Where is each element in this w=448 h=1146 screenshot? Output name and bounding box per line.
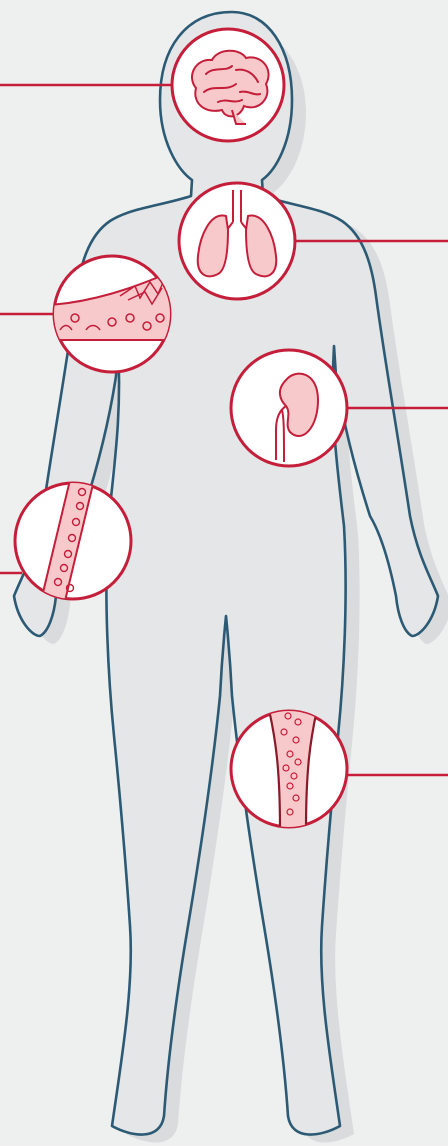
lungs-callout [179,183,295,299]
brain-callout [172,29,284,141]
kidney-callout [231,350,347,466]
